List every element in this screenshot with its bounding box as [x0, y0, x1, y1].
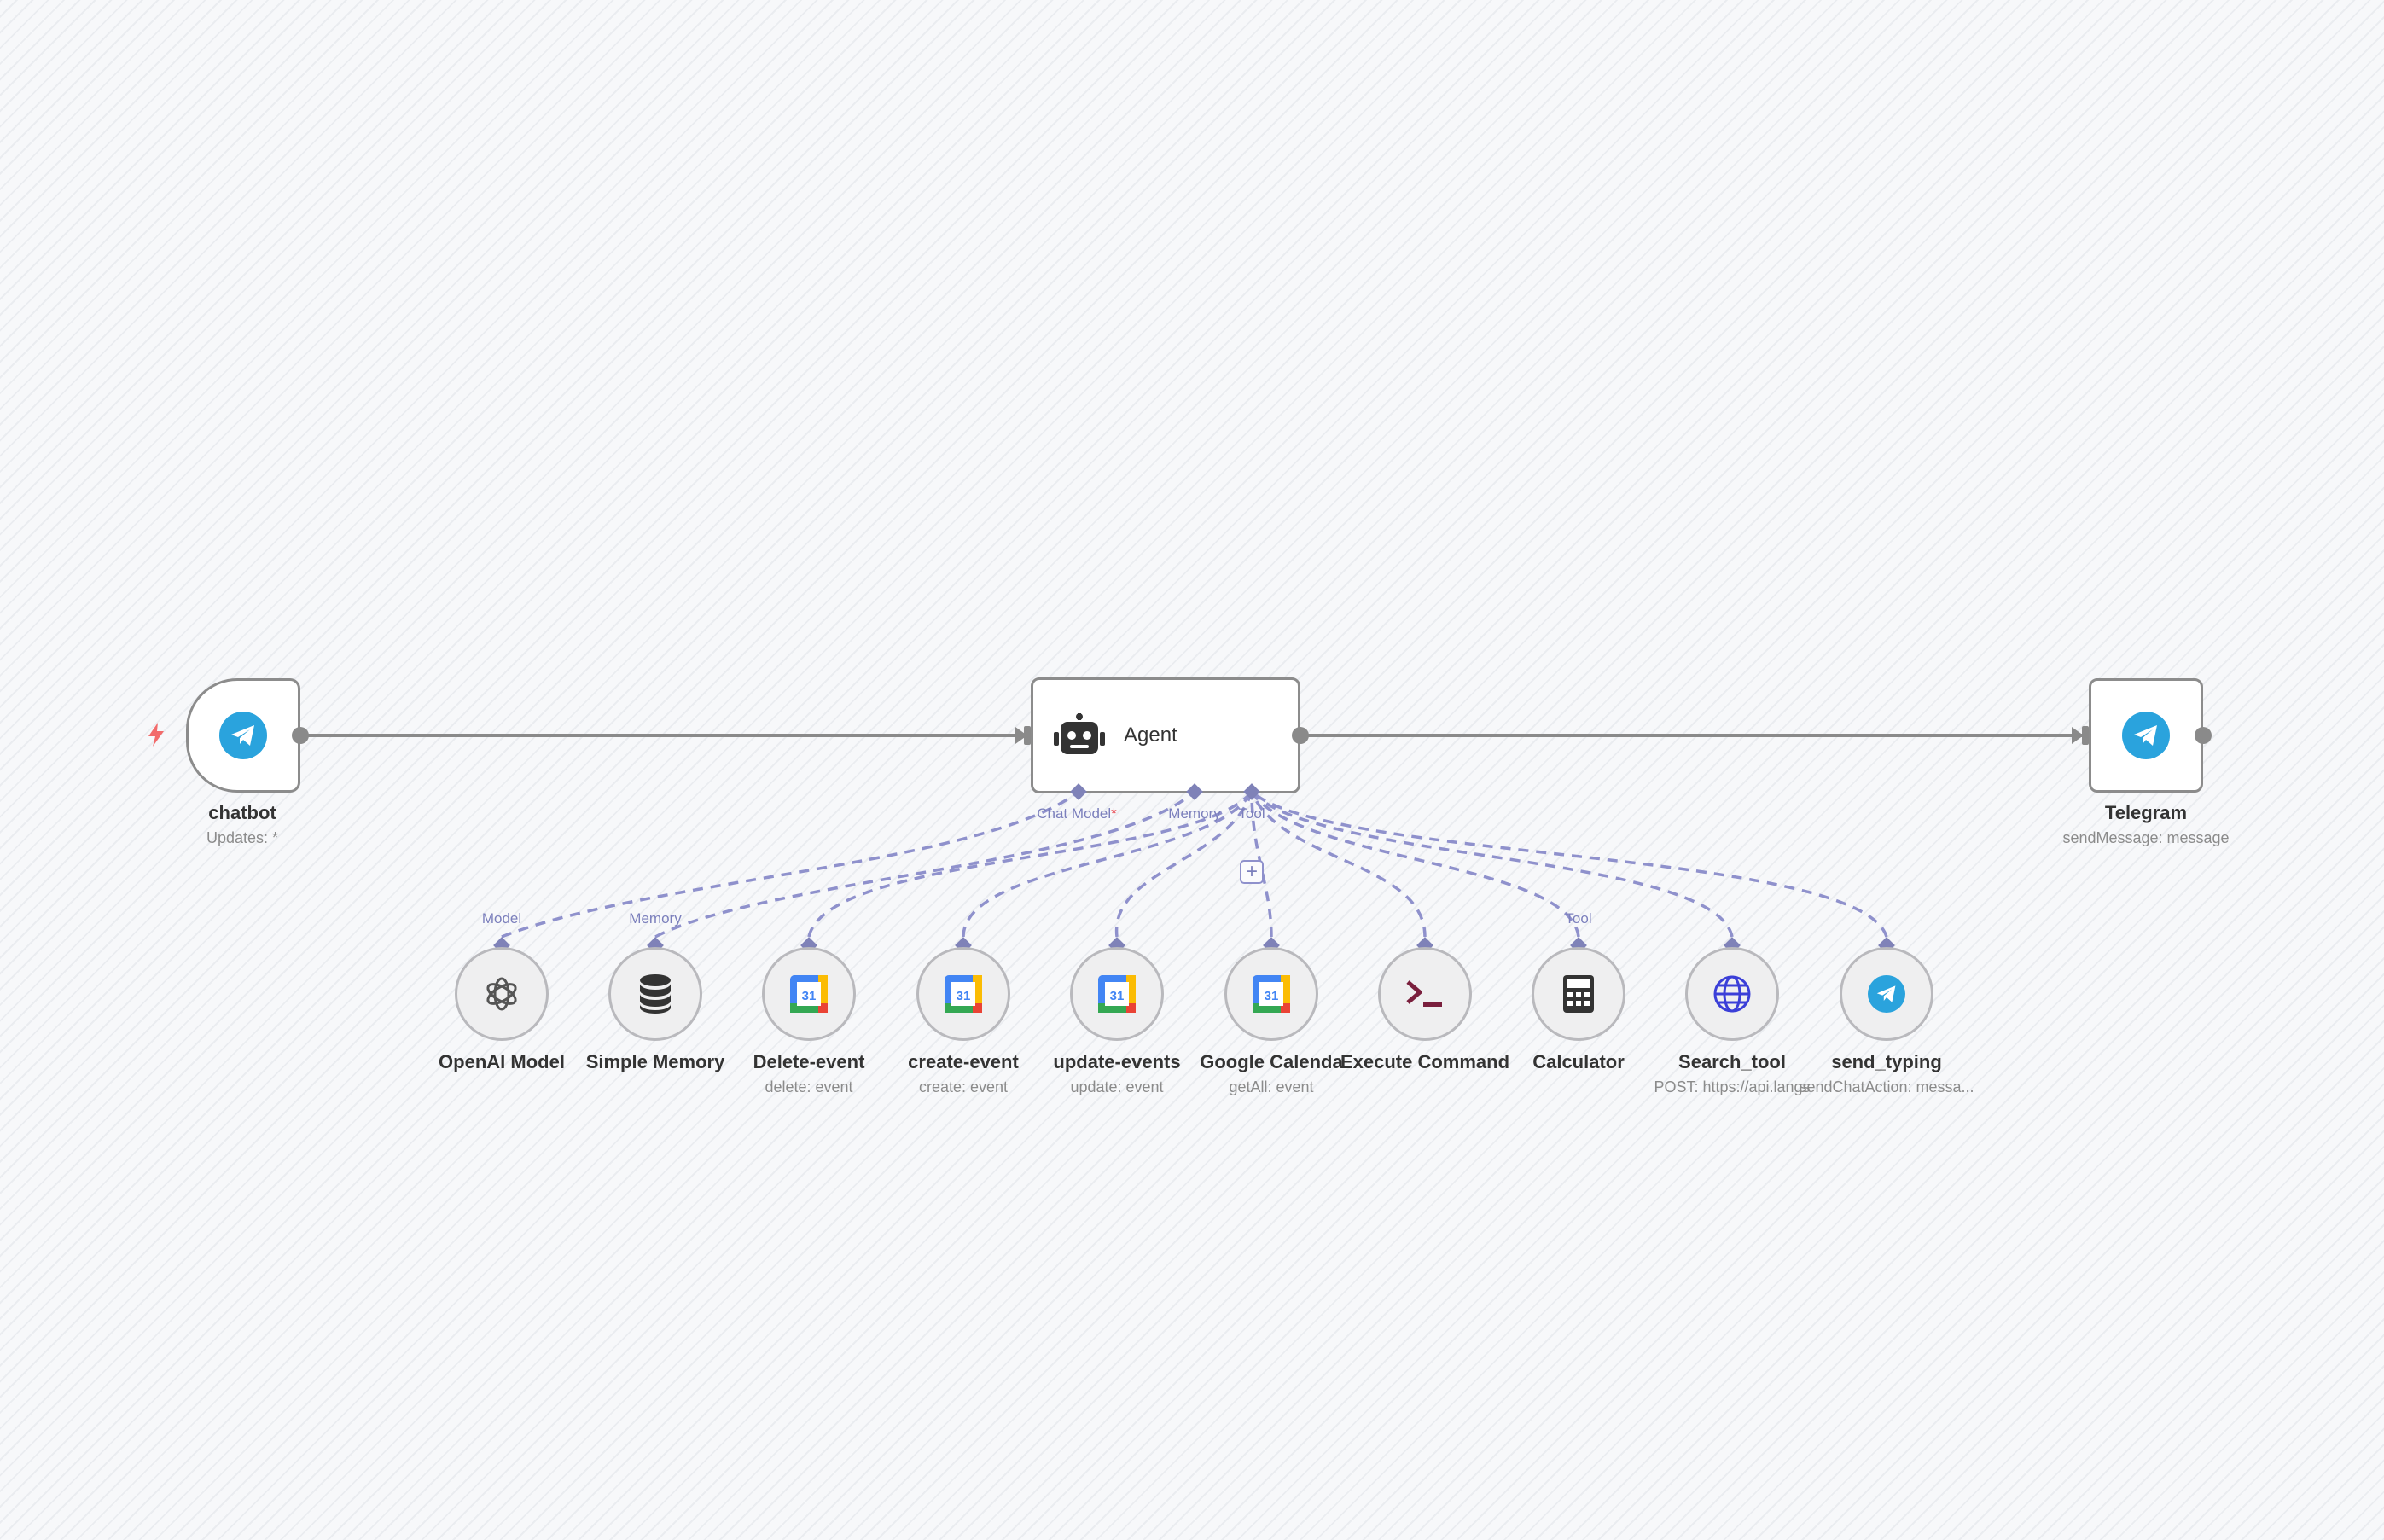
edge-gcal-tool[interactable]: [1250, 791, 1273, 938]
node-agent[interactable]: Agent: [1031, 677, 1300, 793]
edge-typing-tool[interactable]: [1250, 790, 1888, 938]
node-subtitle-chatbot: Updates: *: [206, 829, 279, 846]
google-calendar-icon: 31: [1098, 975, 1136, 1013]
agent-port-label-tool: Tool: [1238, 805, 1265, 822]
node-name-send-typing: send_typing: [1831, 1051, 1942, 1072]
node-subtitle-send-typing: sendChatAction: messa...: [1799, 1078, 1974, 1095]
edge-search-tool[interactable]: [1250, 790, 1734, 938]
terminal-icon: [1406, 980, 1442, 1007]
node-name-google-calendar: Google Calenda: [1200, 1051, 1343, 1072]
node-subtitle-update-events: update: event: [1070, 1078, 1164, 1095]
google-calendar-icon: 31: [1253, 975, 1290, 1013]
svg-text:31: 31: [802, 989, 817, 1003]
node-execute-command[interactable]: [1378, 947, 1472, 1041]
agent-port-label-memory: Memory: [1168, 805, 1221, 822]
port-label-openai: Model: [481, 910, 522, 927]
trigger-bolt-icon: [148, 723, 164, 747]
node-simple-memory[interactable]: [608, 947, 702, 1041]
edge-calc-tool[interactable]: [1250, 791, 1580, 938]
node-create-event[interactable]: 31: [916, 947, 1010, 1041]
node-send-typing[interactable]: [1840, 947, 1933, 1041]
telegram-input-port[interactable]: [2082, 726, 2089, 745]
svg-text:31: 31: [957, 989, 971, 1003]
edge-delete-tool[interactable]: [807, 790, 1253, 938]
telegram-output-port[interactable]: [2195, 727, 2212, 744]
edge-update-tool[interactable]: [1115, 791, 1253, 938]
node-name-telegram: Telegram: [2104, 802, 2188, 823]
node-subtitle-delete-event: delete: event: [765, 1078, 853, 1095]
agent-input-port[interactable]: [1024, 726, 1031, 745]
node-name-memory: Simple Memory: [585, 1051, 725, 1072]
node-name-search-tool: Search_tool: [1678, 1051, 1786, 1072]
node-name-execute-command: Execute Command: [1340, 1051, 1510, 1072]
port-label-calculator: Tool: [1565, 910, 1592, 927]
node-google-calendar[interactable]: 31: [1224, 947, 1318, 1041]
node-name-chatbot: chatbot: [208, 802, 276, 823]
telegram-icon: [1868, 975, 1905, 1013]
edge-arrow: [2072, 727, 2084, 744]
node-subtitle-create-event: create: event: [918, 1078, 1009, 1095]
add-tool-button[interactable]: +: [1240, 860, 1264, 884]
node-name-openai: OpenAI Model: [439, 1051, 565, 1072]
edge-exec-tool[interactable]: [1250, 791, 1427, 938]
node-openai-model[interactable]: [455, 947, 549, 1041]
telegram-icon: [219, 712, 267, 759]
google-calendar-icon: 31: [790, 975, 828, 1013]
openai-icon: [486, 977, 517, 1011]
edge-arrow: [1015, 727, 1027, 744]
node-search-tool[interactable]: [1685, 947, 1779, 1041]
svg-text:31: 31: [1110, 989, 1125, 1003]
svg-text:31: 31: [1265, 989, 1279, 1003]
node-name-create-event: create-event: [908, 1051, 1019, 1072]
node-calculator[interactable]: [1532, 947, 1625, 1041]
calculator-icon: [1563, 975, 1594, 1013]
globe-icon: [1713, 975, 1751, 1013]
node-subtitle-google-calendar: getAll: event: [1229, 1078, 1314, 1095]
edge-memory-memory[interactable]: [654, 790, 1196, 939]
edge-openai-chatmodel[interactable]: [501, 790, 1080, 939]
port-label-memory: Memory: [629, 910, 682, 927]
google-calendar-icon: 31: [945, 975, 982, 1013]
database-icon: [640, 974, 671, 1014]
node-name-update-events: update-events: [1053, 1051, 1181, 1072]
node-chatbot[interactable]: [186, 678, 300, 793]
telegram-icon: [2122, 712, 2170, 759]
agent-output-port[interactable]: [1292, 727, 1309, 744]
node-telegram[interactable]: [2089, 678, 2203, 793]
agent-port-label-chat-model: Chat Model*: [1037, 805, 1117, 822]
node-subtitle-search-tool: POST: https://api.langs: [1654, 1078, 1811, 1095]
node-name-agent: Agent: [1124, 724, 1177, 747]
node-delete-event[interactable]: 31: [762, 947, 856, 1041]
node-name-calculator: Calculator: [1532, 1051, 1625, 1072]
node-update-events[interactable]: 31: [1070, 947, 1164, 1041]
chatbot-output-port[interactable]: [292, 727, 309, 744]
node-subtitle-telegram: sendMessage: message: [2062, 829, 2230, 846]
robot-icon: [1054, 713, 1105, 754]
node-name-delete-event: Delete-event: [753, 1051, 865, 1072]
